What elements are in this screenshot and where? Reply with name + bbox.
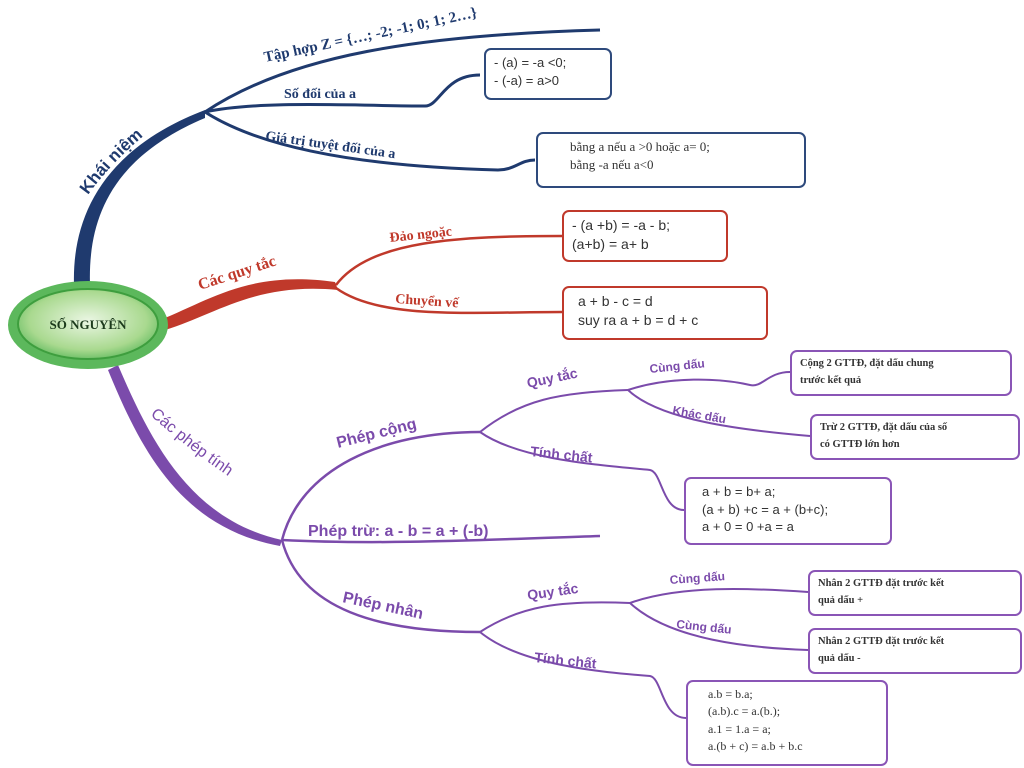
box-cong-khac-dau: Trừ 2 GTTĐ, đặt dấu của số có GTTĐ lớn h… <box>810 414 1020 460</box>
branch-nhan-cung-dau-2 <box>629 602 809 651</box>
nhan-tinh-chat-line-2: (a.b).c = a.(b.); <box>708 704 781 719</box>
label-nhan-quy-tac: Quy tắc <box>526 579 579 603</box>
cong-khac-dau-line-1: Trừ 2 GTTĐ, đặt dấu của số <box>820 422 948 433</box>
box-cong-cung-dau: Cộng 2 GTTĐ, đặt dấu chung trước kết quả <box>790 350 1012 396</box>
box-nhan-cung-dau-2: Nhân 2 GTTĐ đặt trước kết quả dấu - <box>808 628 1022 674</box>
label-cong-quy-tac: Quy tắc <box>525 364 579 391</box>
nhan-tinh-chat-line-1: a.b = b.a; <box>708 687 753 701</box>
branch-cong-cung-dau <box>627 371 791 391</box>
so-doi-line-2: - (-a) = a>0 <box>494 72 560 88</box>
branch-tap-hop <box>204 28 601 114</box>
chuyen-ve-line-1: a + b - c = d <box>578 293 653 309</box>
branch-phep-cong <box>280 430 481 541</box>
label-phep-nhan: Phép nhân <box>341 589 425 623</box>
branch-gttd <box>204 110 536 172</box>
center-node-inner <box>17 288 159 360</box>
cong-tinh-chat-line-2: (a + b) +c = a + (b+c); <box>702 501 829 517</box>
label-chuyen-ve: Chuyển vế <box>395 292 460 311</box>
nhan-cung-dau-2-line-2: quả dấu - <box>818 652 861 664</box>
branch-chuyen-ve <box>335 286 563 315</box>
so-doi-line-1: - (a) = -a <0; <box>494 55 567 70</box>
branch-phep-tinh <box>108 365 282 546</box>
box-dao-ngoac: - (a +b) = -a - b; (a+b) = a+ b <box>562 210 728 262</box>
center-label: SỐ NGUYÊN <box>50 317 128 332</box>
branch-dao-ngoac <box>335 234 563 286</box>
box-so-doi: - (a) = -a <0; - (-a) = a>0 <box>484 48 612 100</box>
label-cong-khac-dau: Khác dấu <box>671 403 727 426</box>
nhan-cung-dau-2-line-1: Nhân 2 GTTĐ đặt trước kết <box>818 636 945 647</box>
label-cong-cung-dau: Cùng dấu <box>649 356 705 376</box>
dao-ngoac-line-1: - (a +b) = -a - b; <box>572 217 671 233</box>
nhan-cung-dau-1-line-2: quả dấu + <box>818 594 864 606</box>
label-nhan-tinh-chat: Tính chất <box>534 649 598 671</box>
box-nhan-tinh-chat: a.b = b.a; (a.b).c = a.(b.); a.1 = 1.a =… <box>686 680 888 766</box>
label-nhan-cung-dau-2: Cùng dấu <box>676 617 732 637</box>
box-gttd: bằng a nếu a >0 hoặc a= 0; bằng -a nếu a… <box>536 132 806 188</box>
box-nhan-cung-dau-1: Nhân 2 GTTĐ đặt trước kết quả dấu + <box>808 570 1022 616</box>
gttd-line-2: bằng -a nếu a<0 <box>570 156 654 172</box>
label-phep-tru: Phép trừ: a - b = a + (-b) <box>308 523 489 540</box>
box-cong-tinh-chat: a + b = b+ a; (a + b) +c = a + (b+c); a … <box>684 477 892 545</box>
branch-nhan-tinh-chat <box>479 631 687 719</box>
gttd-line-1: bằng a nếu a >0 hoặc a= 0; <box>570 139 710 154</box>
label-phep-cong: Phép cộng <box>335 416 418 452</box>
label-cong-tinh-chat: Tính chất <box>530 443 594 465</box>
label-nhan-cung-dau-1: Cùng dấu <box>669 569 725 587</box>
branch-nhan-cung-dau-1 <box>629 587 809 604</box>
nhan-tinh-chat-line-4: a.(b + c) = a.b + b.c <box>708 739 803 754</box>
chuyen-ve-line-2: suy ra a + b = d + c <box>578 311 699 328</box>
cong-khac-dau-line-2: có GTTĐ lớn hơn <box>820 438 900 450</box>
label-tap-hop: Tập hợp Z = {…; -2; -1; 0; 1; 2…} <box>263 5 479 66</box>
branch-quy-tac <box>160 279 338 330</box>
branch-so-doi <box>204 73 481 114</box>
branch-phep-nhan <box>280 539 481 634</box>
nhan-cung-dau-1-line-1: Nhân 2 GTTĐ đặt trước kết <box>818 578 945 589</box>
label-so-doi: Số đối của a <box>284 87 356 102</box>
dao-ngoac-line-2: (a+b) = a+ b <box>572 235 649 252</box>
branch-nhan-quy-tac <box>479 601 631 633</box>
cong-tinh-chat-line-1: a + b = b+ a; <box>702 484 776 499</box>
cong-cung-dau-line-1: Cộng 2 GTTĐ, đặt dấu chung <box>800 358 934 369</box>
branch-cong-khac-dau <box>627 389 811 437</box>
nhan-tinh-chat-line-3: a.1 = 1.a = a; <box>708 721 771 736</box>
branch-phep-tru <box>281 534 601 544</box>
label-gttd: Giá trị tuyệt đối của a <box>264 129 396 162</box>
branch-khai-niem <box>73 110 205 285</box>
box-chuyen-ve: a + b - c = d suy ra a + b = d + c <box>562 286 768 340</box>
branch-cong-quy-tac <box>479 389 629 433</box>
cong-cung-dau-line-2: trước kết quả <box>800 374 862 386</box>
cong-tinh-chat-line-3: a + 0 = 0 +a = a <box>702 519 794 535</box>
branch-cong-tinh-chat <box>479 431 685 511</box>
label-dao-ngoac: Đảo ngoặc <box>389 225 453 246</box>
